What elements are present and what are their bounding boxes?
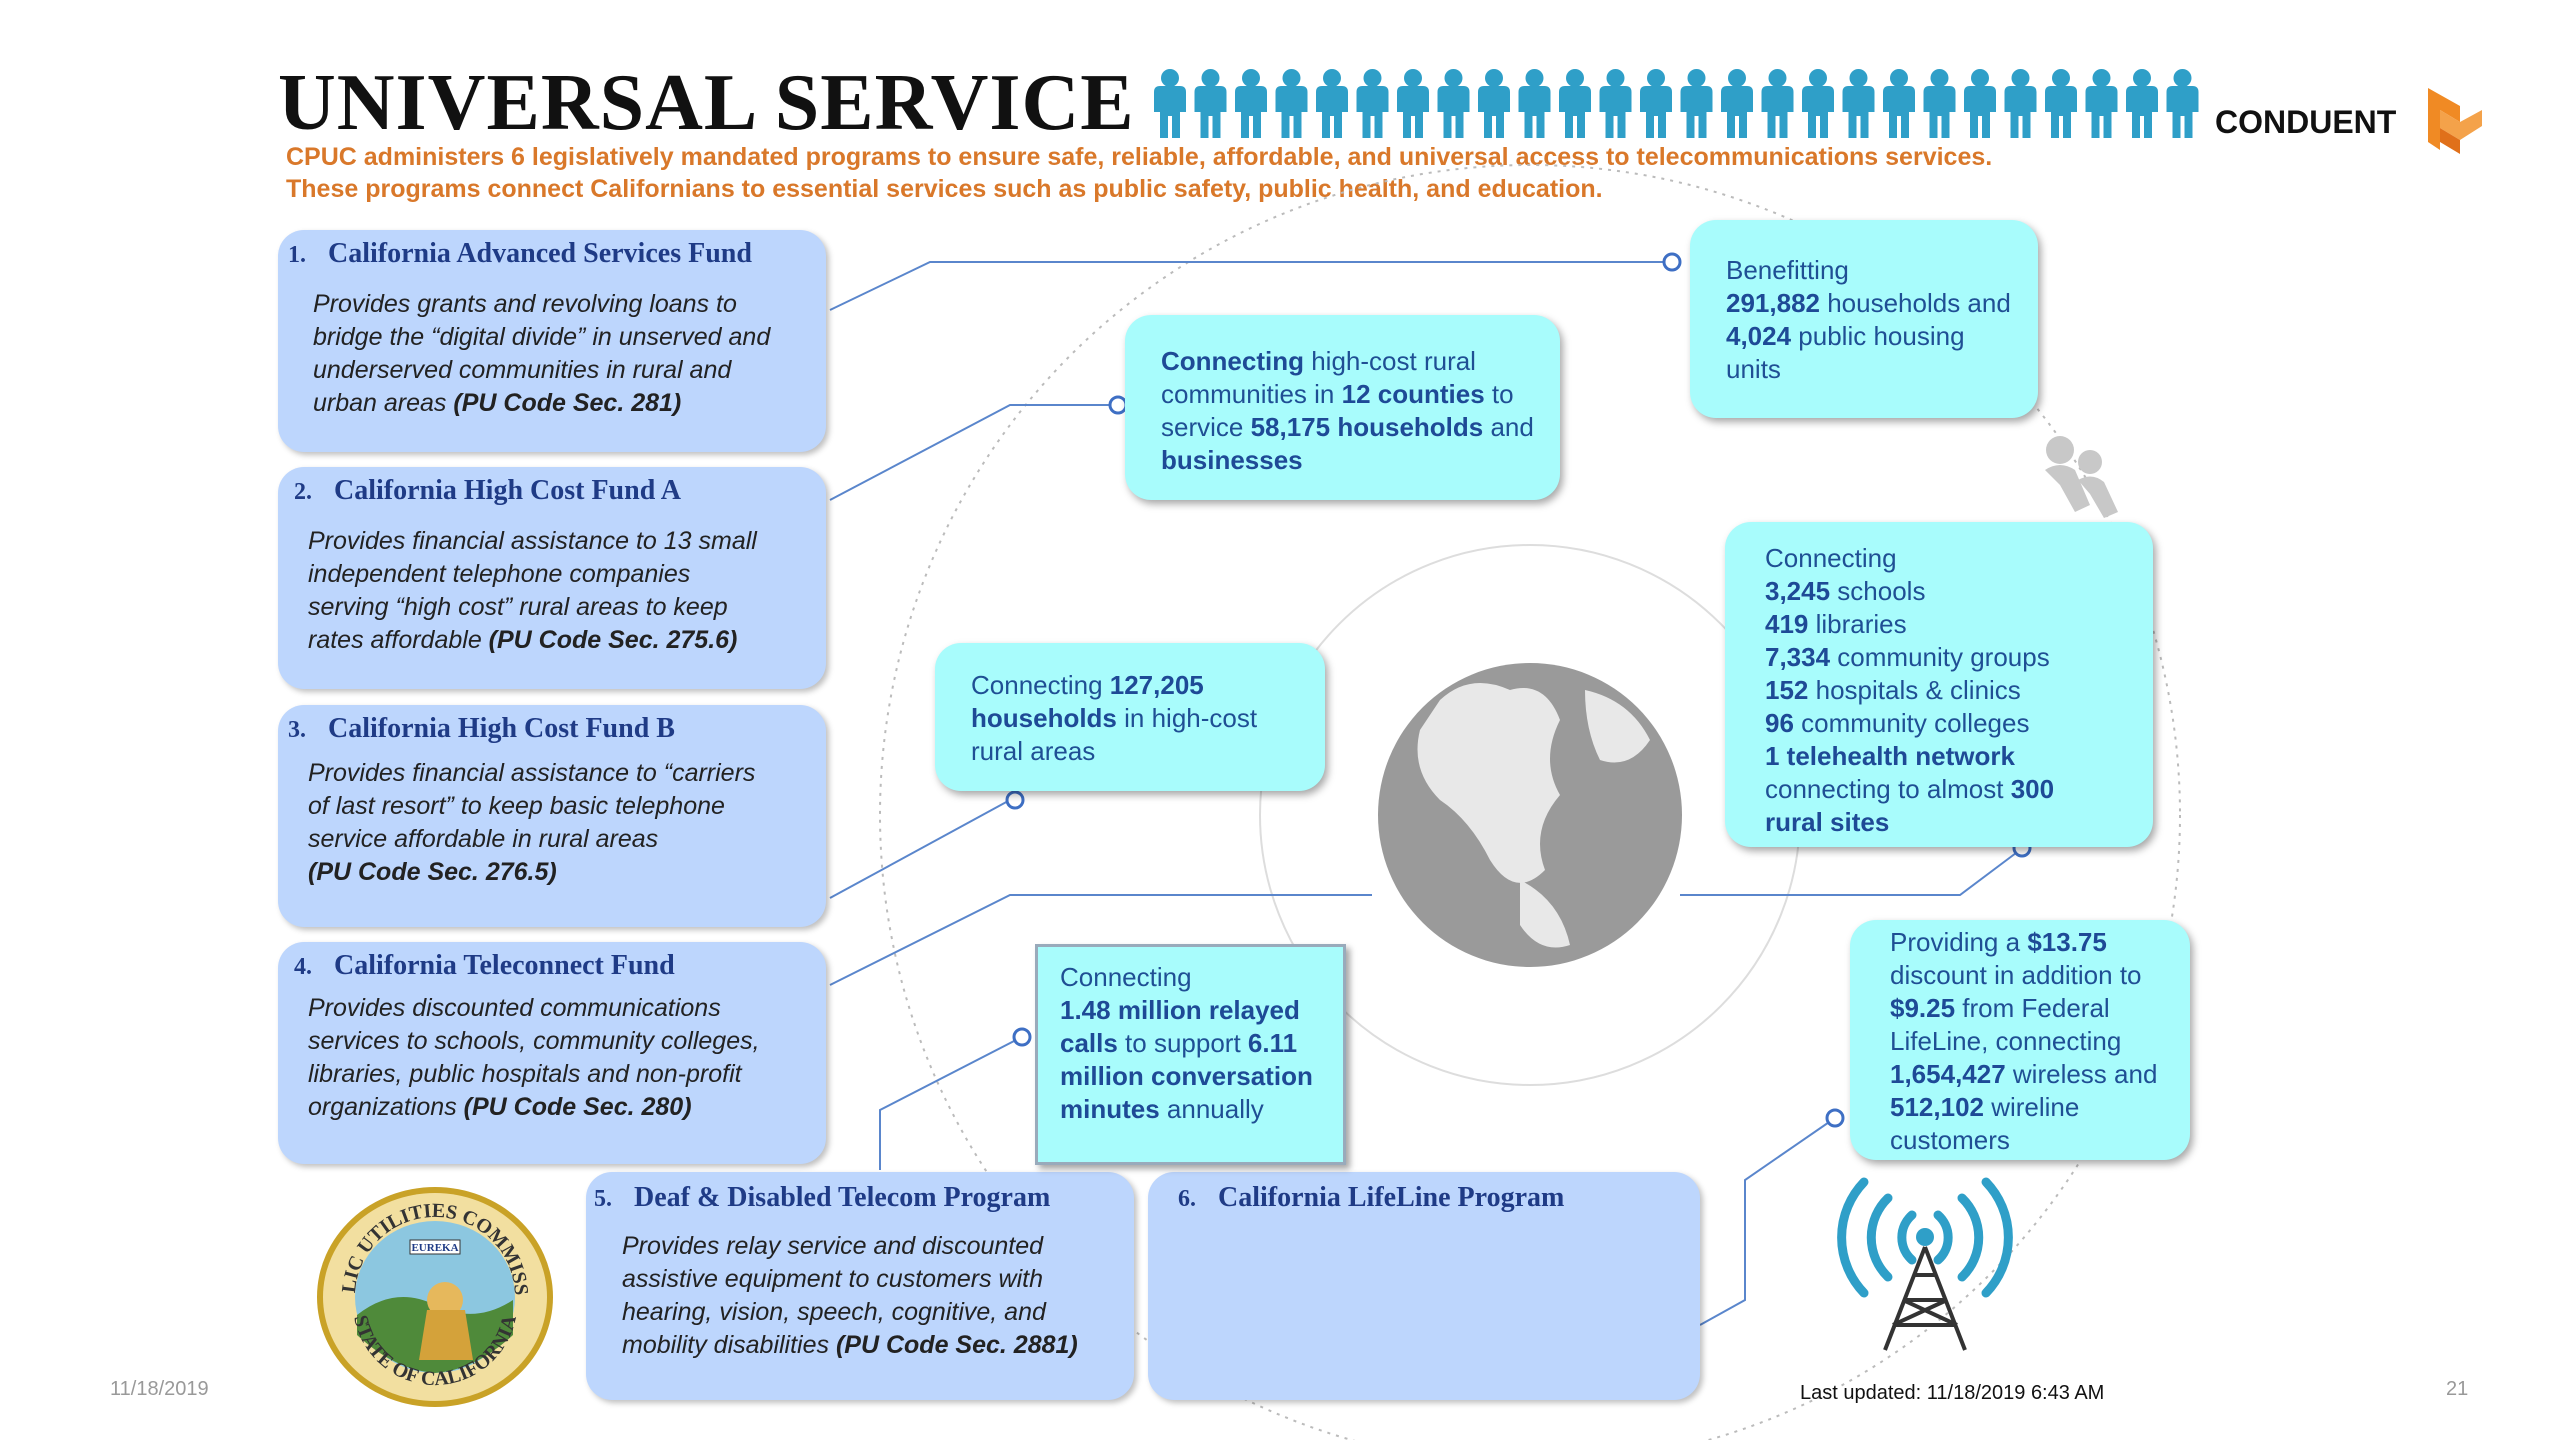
program-number: 2. — [294, 479, 312, 505]
program-description: Provides discounted communications servi… — [308, 992, 798, 1124]
program-card-ddtp: 5. Deaf & Disabled Telecom Program Provid… — [586, 1172, 1134, 1400]
program-number: 5. — [594, 1186, 612, 1212]
program-name: California LifeLine Program — [1218, 1182, 1565, 1213]
connector-lines — [829, 261, 2021, 1326]
program-title: 3. California High Cost Fund B — [288, 713, 675, 745]
stat-lifeline: Providing a $13.75 discount in addition … — [1850, 920, 2190, 1160]
stat-text: Providing a $13.75 discount in addition … — [1890, 927, 2158, 1155]
conduent-logo-text: CONDUENT — [2215, 104, 2397, 140]
program-card-lifeline: 6. California LifeLine Program — [1148, 1172, 1700, 1400]
program-card-hcfb: 3. California High Cost Fund B Provides f… — [278, 705, 826, 927]
program-number: 1. — [288, 242, 306, 268]
program-name: Deaf & Disabled Telecom Program — [634, 1182, 1051, 1213]
page-title: UNIVERSAL SERVICE — [278, 59, 1135, 147]
program-code: (PU Code Sec. 281) — [453, 389, 682, 417]
stat-text: Connecting 3,245 schools 419 libraries 7… — [1765, 543, 2055, 837]
program-desc-text: Provides financial assistance to 13 smal… — [308, 527, 757, 654]
program-code: (PU Code Sec. 280) — [463, 1093, 692, 1121]
program-desc-text: Provides discounted communications servi… — [308, 994, 760, 1121]
program-desc-text: Provides grants and revolving loans to b… — [313, 290, 771, 417]
program-name: California Advanced Services Fund — [328, 238, 752, 269]
people-group-icon — [2045, 436, 2118, 518]
cell-tower-icon — [1837, 1177, 2013, 1351]
program-title: 4. California Teleconnect Fund — [294, 950, 675, 982]
program-description: Provides relay service and discounted as… — [622, 1230, 1112, 1362]
stat-hcfa: Connecting high-cost rural communities i… — [1125, 315, 1560, 500]
conduent-logo-icon — [2428, 88, 2482, 154]
program-code: (PU Code Sec. 276.5) — [308, 858, 557, 886]
program-description: Provides grants and revolving loans to b… — [313, 288, 783, 420]
program-name: California High Cost Fund B — [328, 713, 675, 744]
program-description: Provides financial assistance to “carrie… — [308, 757, 758, 889]
program-title: 5. Deaf & Disabled Telecom Program — [594, 1182, 1050, 1214]
footer-date: 11/18/2019 — [110, 1378, 209, 1400]
program-title: 1. California Advanced Services Fund — [288, 238, 752, 270]
program-title: 6. California LifeLine Program — [1178, 1182, 1564, 1214]
globe-icon — [1378, 663, 1682, 967]
svg-text:EUREKA: EUREKA — [411, 1242, 458, 1254]
page-number: 21 — [2446, 1378, 2469, 1400]
program-description: Provides financial assistance to 13 smal… — [308, 525, 758, 657]
subtitle-line-2: These programs connect Californians to e… — [286, 175, 1603, 203]
program-code: (PU Code Sec. 2881) — [835, 1331, 1078, 1359]
footer-last-updated: Last updated: 11/18/2019 6:43 AM — [1800, 1382, 2105, 1404]
program-desc-text: Provides relay service and discounted as… — [622, 1232, 1046, 1359]
cpuc-seal-icon: EUREKA PUBLIC UTILITIES COMMISSION STATE… — [315, 1185, 553, 1407]
stat-ctf: Connecting 3,245 schools 419 libraries 7… — [1725, 522, 2153, 847]
stat-text: Connecting high-cost rural communities i… — [1161, 346, 1534, 475]
program-card-hcfa: 2. California High Cost Fund A Provides f… — [278, 467, 826, 689]
program-card-ctf: 4. California Teleconnect Fund Provides d… — [278, 942, 826, 1164]
program-card-casf: 1. California Advanced Services Fund Prov… — [278, 230, 826, 452]
outer-dotted-ring — [879, 164, 2181, 1440]
program-number: 6. — [1178, 1186, 1196, 1212]
subtitle-line-1: CPUC administers 6 legislatively mandate… — [286, 143, 1993, 171]
program-name: California High Cost Fund A — [334, 475, 681, 506]
program-number: 3. — [288, 717, 306, 743]
program-desc-text: Provides financial assistance to “carrie… — [308, 759, 756, 853]
connector-dots — [1005, 252, 2032, 1128]
program-name: California Teleconnect Fund — [334, 950, 675, 981]
program-title: 2. California High Cost Fund A — [294, 475, 681, 507]
program-code: (PU Code Sec. 275.6) — [488, 626, 738, 654]
program-number: 4. — [294, 954, 312, 980]
